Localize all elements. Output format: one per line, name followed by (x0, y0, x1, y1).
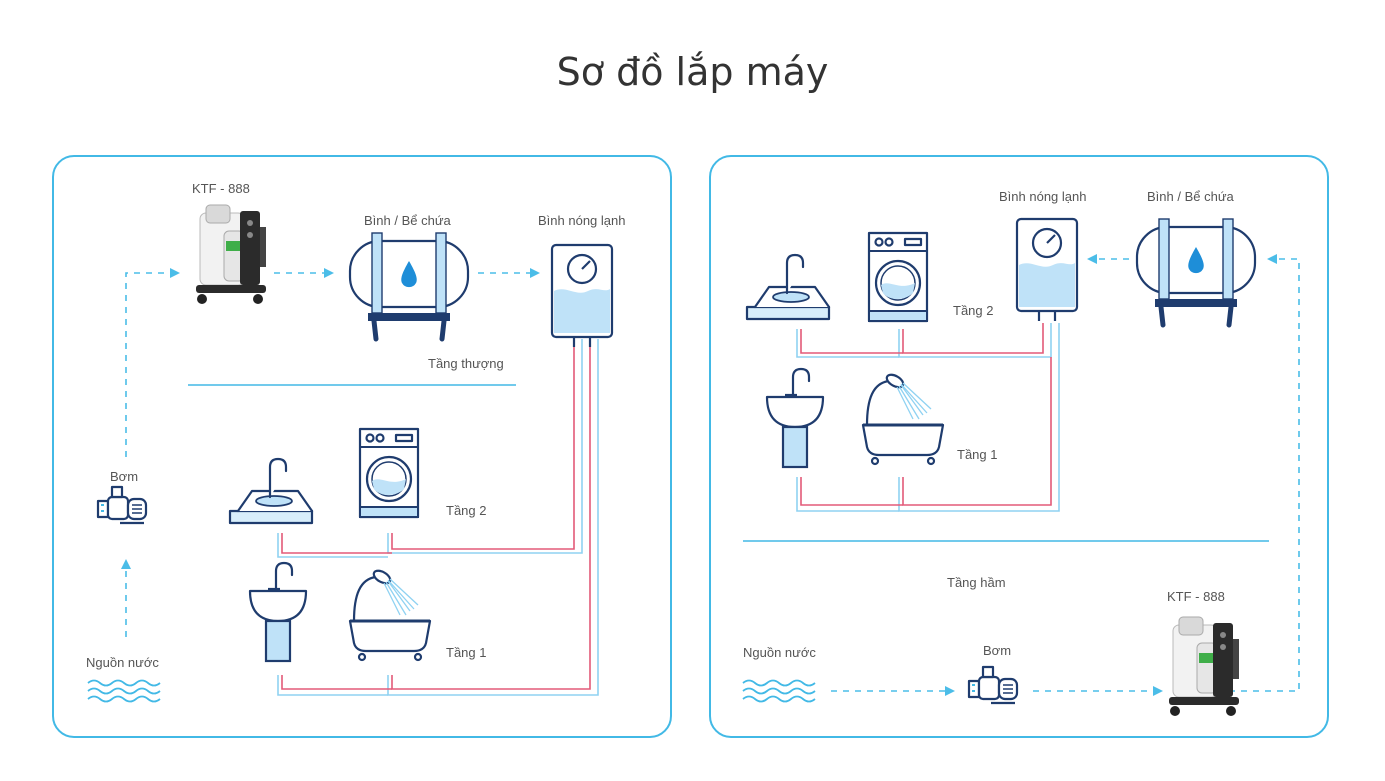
washing-machine-icon (358, 427, 420, 519)
water-heater-icon (550, 243, 614, 349)
floor2-label: Tầng 2 (953, 303, 993, 318)
floor1-label: Tầng 1 (446, 645, 486, 660)
basement-label: Tầng hầm (947, 575, 1006, 590)
pump-icon (967, 665, 1019, 705)
source-label: Nguồn nước (743, 645, 816, 660)
water-heater-icon (1015, 217, 1079, 323)
page-title: Sơ đồ lắp máy (556, 50, 829, 94)
pump-icon (96, 485, 148, 525)
bathtub-shower-icon (861, 370, 945, 466)
storage-tank-icon (350, 233, 468, 339)
roof-label: Tầng thượng (428, 356, 504, 371)
tank-label: Bình / Bể chứa (1147, 189, 1235, 204)
floor1-label: Tầng 1 (957, 447, 997, 462)
ktf-888-machine (1168, 616, 1240, 717)
pump-label: Bơm (983, 643, 1011, 658)
sink-icon (745, 253, 831, 321)
storage-tank-icon (1137, 219, 1255, 325)
heater-label: Bình nóng lạnh (538, 213, 625, 228)
sink-icon (228, 457, 314, 525)
basin-icon (248, 561, 308, 663)
ktf-label: KTF - 888 (1167, 589, 1225, 604)
ktf-label: KTF - 888 (192, 181, 250, 196)
washing-machine-icon (867, 231, 929, 323)
bathtub-shower-icon (348, 566, 432, 662)
ktf-888-machine (195, 204, 267, 305)
pump-label: Bơm (110, 469, 138, 484)
floor2-label: Tầng 2 (446, 503, 486, 518)
left-installation-panel: KTF - 888 Bình / Bể chứa Bình nóng lạnh … (52, 155, 672, 738)
tank-label: Bình / Bể chứa (364, 213, 452, 228)
right-installation-panel: Bình nóng lạnh Bình / Bể chứa Tầng 2 Tần… (709, 155, 1329, 738)
heater-label: Bình nóng lạnh (999, 189, 1086, 204)
source-label: Nguồn nước (86, 655, 159, 670)
water-waves-icon (87, 679, 161, 703)
basin-icon (765, 367, 825, 469)
water-waves-icon (742, 679, 816, 703)
